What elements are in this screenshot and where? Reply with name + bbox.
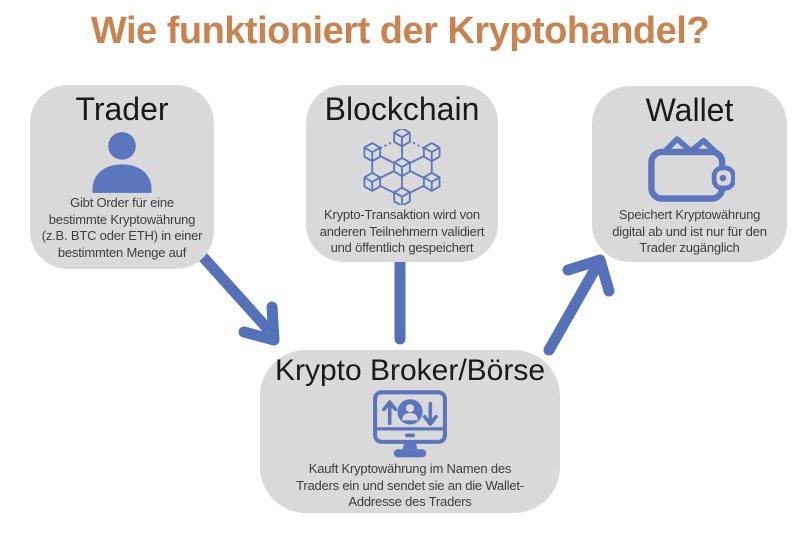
description-line: Gibt Order für eine [70,195,174,211]
description-line: Kauft Kryptowährung im Namen des [308,461,512,476]
description-line: Speichert Kryptowährung [618,207,761,223]
person-icon [92,132,152,194]
node-blockchain-description: Krypto-Transaktion wird von anderen Teil… [320,207,485,257]
node-broker-description: Kauft Kryptowährung im Namen des Traders… [296,461,524,511]
trading-monitor-icon [373,390,447,458]
description-line: Krypto-Transaktion wird von [324,207,480,223]
description-line: (z.B. BTC oder ETH) in einer [41,228,203,244]
wallet-icon [647,136,735,203]
node-trader: Trader Gibt Order für eine bestimmte Kry… [30,85,214,269]
description-line: bestimmte Kryptowährung [48,211,196,227]
page-title: Wie funktioniert der Kryptohandel? [90,10,710,52]
description-line: Addresse des Traders [348,494,472,509]
description-line: Traders ein und sendet sie an die Wallet… [296,477,524,493]
node-broker: Krypto Broker/Börse Kauft Kryptowährung … [260,350,560,513]
description-line: anderen Teilnehmern validiert [319,223,485,239]
node-blockchain-title: Blockchain [324,91,480,127]
blockchain-network-icon [363,129,441,206]
node-wallet-title: Wallet [645,92,734,128]
arrow-broker-to-wallet [543,254,615,356]
node-blockchain: Blockchain Krypto-Transaktion wird von a… [306,85,498,262]
node-broker-title: Krypto Broker/Börse [274,354,546,387]
description-line: und öffentlich gespeichert [330,240,474,256]
node-trader-title: Trader [75,91,169,127]
description-line: digital ab und ist nur für den [612,223,767,239]
node-wallet-description: Speichert Kryptowährung digital ab und i… [612,207,767,257]
node-trader-description: Gibt Order für eine bestimmte Kryptowähr… [42,195,203,261]
node-wallet: Wallet Speichert Kryptowährung digital a… [592,86,787,262]
description-line: Trader zugänglich [639,240,740,256]
arrow-trader-to-broker [197,251,280,346]
description-line: bestimmten Menge auf [57,244,187,260]
